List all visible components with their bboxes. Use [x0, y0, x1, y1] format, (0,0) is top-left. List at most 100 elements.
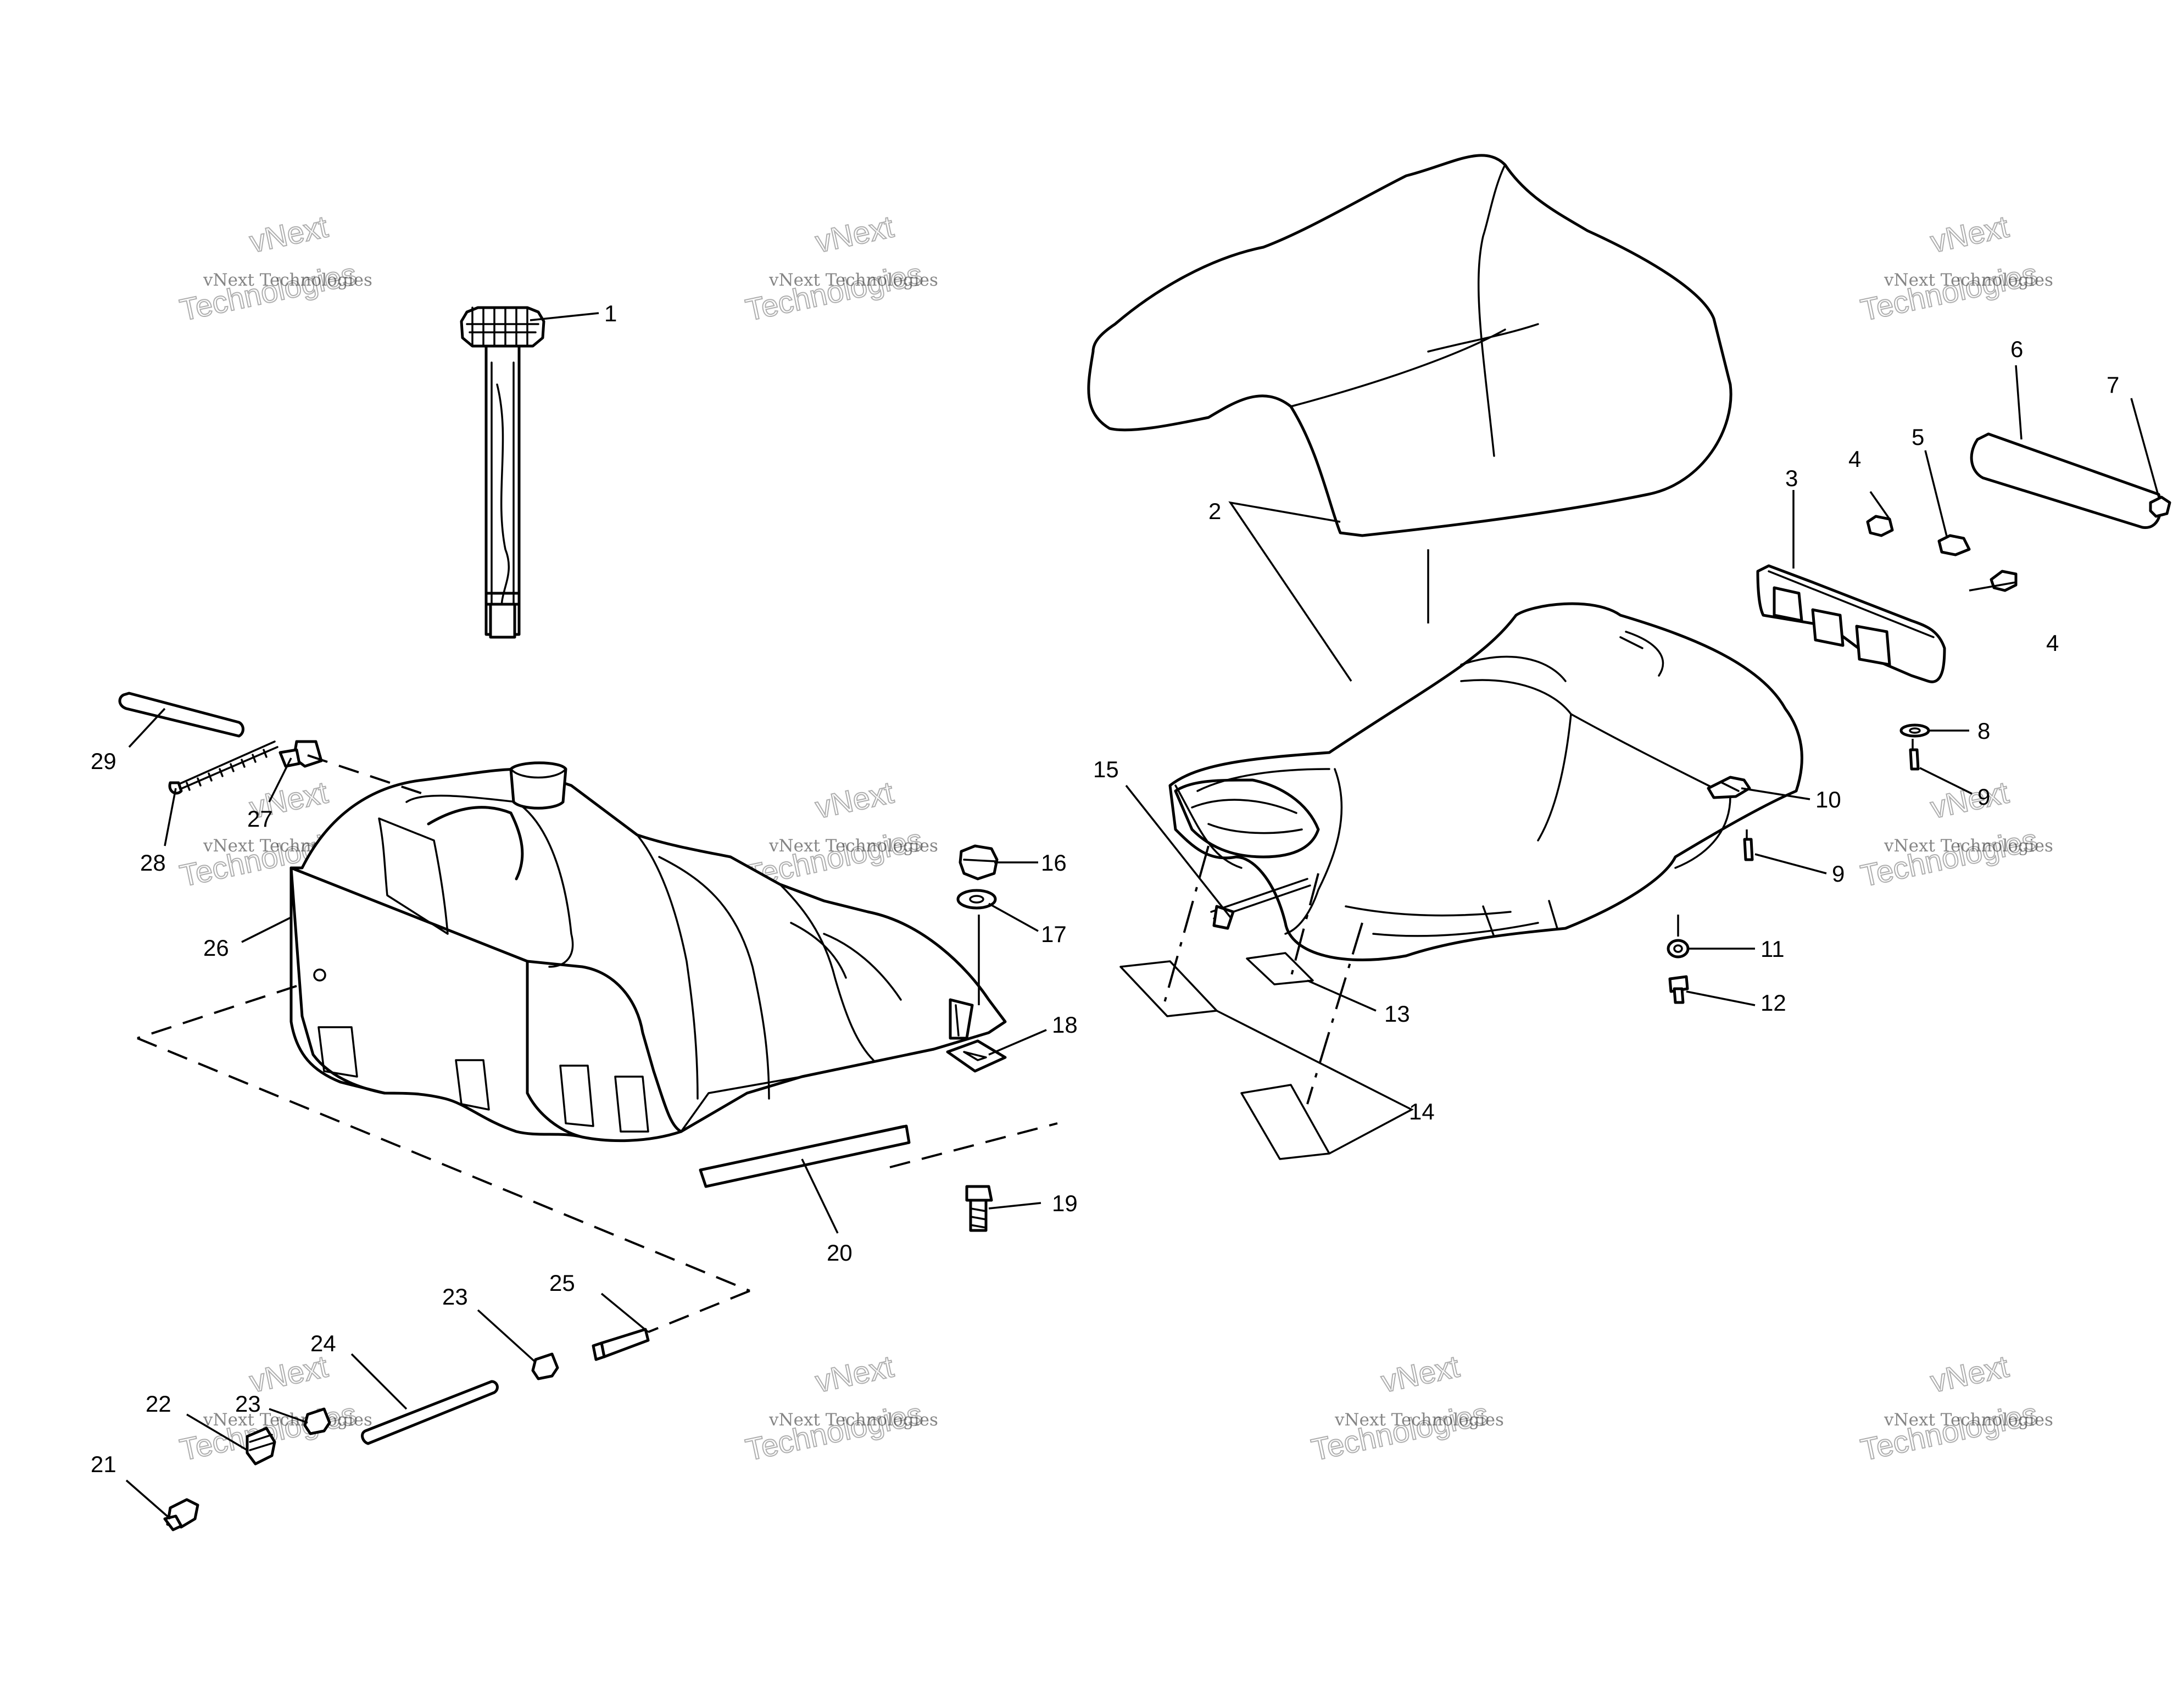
callout-6: 6: [2010, 336, 2023, 362]
watermark-logo-line2: Technologies: [1858, 1396, 2041, 1467]
decal-14-upper: [1119, 960, 1218, 1017]
assembly-lines: [137, 549, 1914, 1333]
watermark-logo-line2: Technologies: [1308, 1396, 1491, 1467]
bolt: [965, 1185, 993, 1232]
watermark-text: vNext Technologies: [203, 1410, 372, 1430]
clamp: [168, 740, 278, 795]
callout-21: 21: [91, 1451, 116, 1477]
callout-4-lower: 4: [2046, 630, 2059, 656]
callout-1: 1: [604, 300, 617, 326]
watermark-logo-line2: Technologies: [743, 1396, 926, 1467]
rod: [361, 1380, 499, 1445]
seat-cover: [1087, 154, 1732, 537]
callout-5: 5: [1912, 424, 1924, 450]
screw-12: [1668, 975, 1689, 1004]
watermark-logo-line1: vNext: [1927, 775, 2012, 824]
callout-27: 27: [247, 806, 273, 832]
washer-11: [1667, 939, 1690, 959]
strap-15: [1210, 878, 1311, 930]
watermark-logo-line1: vNext: [1927, 209, 2012, 259]
leader-lines: [125, 312, 2160, 1520]
callout-12: 12: [1760, 990, 1786, 1016]
watermark-logo-line1: vNext: [812, 209, 897, 259]
push-pin-4-upper: [1866, 515, 1894, 537]
callout-29: 29: [91, 748, 116, 774]
lens-panel: [1970, 432, 2163, 529]
watermark-logo-line1: vNext: [1378, 1349, 1463, 1399]
cap-upper: [531, 1352, 559, 1380]
callout-18: 18: [1052, 1012, 1078, 1038]
bulb-5: [1937, 534, 1971, 556]
watermark-logo-line1: vNext: [812, 775, 897, 824]
rivet-9-lower: [1743, 838, 1754, 861]
watermark-text: vNext Technologies: [1334, 1410, 1504, 1430]
callout-25: 25: [549, 1270, 575, 1296]
callout-7: 7: [2107, 372, 2119, 398]
elbow-fitting: [163, 1498, 199, 1531]
nut: [959, 844, 999, 881]
washer-8: [1899, 723, 1930, 738]
watermark-text: vNext Technologies: [768, 836, 938, 856]
callout-3: 3: [1785, 465, 1798, 491]
watermark-text: vNext Technologies: [768, 270, 938, 290]
watermark-logo-line2: Technologies: [1858, 256, 2041, 327]
callout-9-lower: 9: [1832, 861, 1845, 887]
callout-11: 11: [1760, 936, 1785, 962]
watermark-logo-line1: vNext: [1927, 1349, 2012, 1399]
washer: [956, 889, 997, 910]
callout-23-lower: 23: [235, 1391, 261, 1417]
watermark-text: vNext Technologies: [1884, 836, 2053, 856]
watermark-logo-line2: Technologies: [1858, 822, 2041, 893]
callout-4-upper: 4: [1848, 446, 1861, 472]
push-pin-4-lower: [1990, 570, 2018, 592]
cap-lower: [303, 1407, 331, 1435]
rivet-9-upper: [1909, 748, 1920, 771]
seat-base: [1168, 602, 1803, 961]
tail-light-housing: [1756, 564, 1946, 683]
screw-7: [2149, 495, 2171, 518]
watermark-text: vNext Technologies: [768, 1410, 938, 1430]
pad: [946, 1039, 1007, 1073]
callout-26: 26: [203, 935, 229, 961]
callout-8: 8: [1977, 718, 1990, 744]
watermark-logo-line1: vNext: [247, 209, 331, 259]
strip: [699, 1124, 911, 1188]
fuel-filler-neck: [460, 306, 545, 639]
watermark-logo-line1: vNext: [812, 1349, 897, 1399]
callout-14: 14: [1409, 1099, 1435, 1124]
callout-17: 17: [1041, 921, 1067, 947]
callout-22: 22: [146, 1391, 171, 1417]
callout-28: 28: [140, 850, 166, 876]
hose: [118, 692, 244, 738]
fitting: [278, 740, 323, 768]
pin: [592, 1328, 650, 1361]
callout-9-upper: 9: [1977, 784, 1990, 810]
watermark-text: vNext Technologies: [203, 270, 372, 290]
callout-13: 13: [1384, 1001, 1410, 1027]
decal-14-lower: [1240, 1084, 1330, 1160]
callout-20: 20: [827, 1240, 853, 1266]
callout-19: 19: [1052, 1190, 1078, 1216]
callout-23-upper: 23: [442, 1284, 468, 1310]
callout-16: 16: [1041, 850, 1067, 876]
watermark-text: vNext Technologies: [1884, 1410, 2053, 1430]
grommet: [246, 1427, 276, 1466]
watermark-text: vNext Technologies: [1884, 270, 2053, 290]
decal-13: [1246, 952, 1314, 985]
fuel-tank: [289, 761, 1007, 1143]
callout-10: 10: [1815, 787, 1841, 812]
watermark-logo-line2: Technologies: [177, 256, 360, 327]
seat-latch: [1707, 776, 1751, 799]
callout-labels: 1 2 3 4 4 5 6 7 8 9 9 10 11 12 13 14 15 …: [91, 300, 2119, 1477]
watermark-logo-line2: Technologies: [743, 256, 926, 327]
callout-15: 15: [1093, 756, 1119, 782]
callout-2: 2: [1208, 498, 1221, 524]
